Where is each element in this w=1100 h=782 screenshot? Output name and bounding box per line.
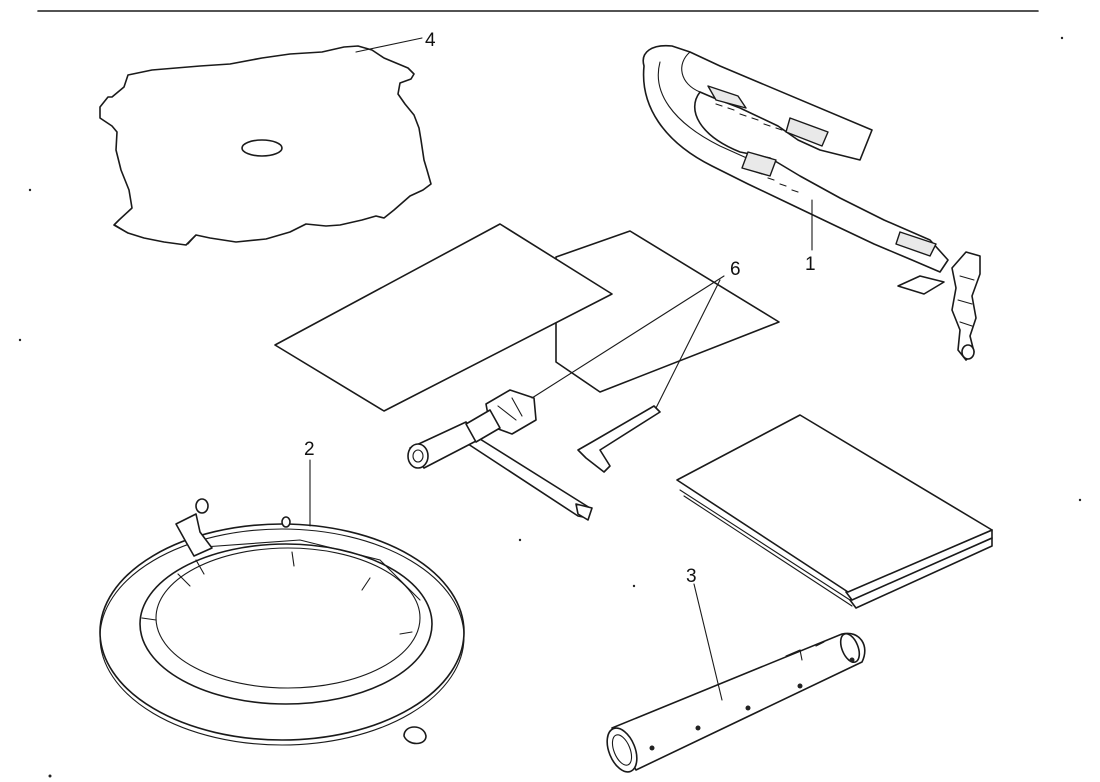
blade-drawing: 4: [99, 30, 436, 246]
scan-specks: [18, 36, 1082, 778]
manual-booklet: [676, 414, 993, 609]
harness-label: 1: [805, 254, 816, 275]
blade-label: 4: [425, 30, 436, 51]
handle-pipe-leader-line: [693, 583, 723, 701]
tool-set-leader-line: [531, 275, 725, 399]
harness-drawing: 1: [642, 44, 981, 361]
ring-guard-drawing: 2: [99, 439, 465, 746]
document-sheets: [274, 223, 780, 412]
blade-leader-line: [355, 37, 423, 53]
ring-guard-label: 2: [304, 439, 315, 460]
handle-pipe-drawing: 3: [606, 566, 866, 773]
tool-set-drawing: 6: [407, 259, 741, 521]
tool-set-label: 6: [730, 259, 741, 280]
handle-pipe-label: 3: [686, 566, 697, 587]
